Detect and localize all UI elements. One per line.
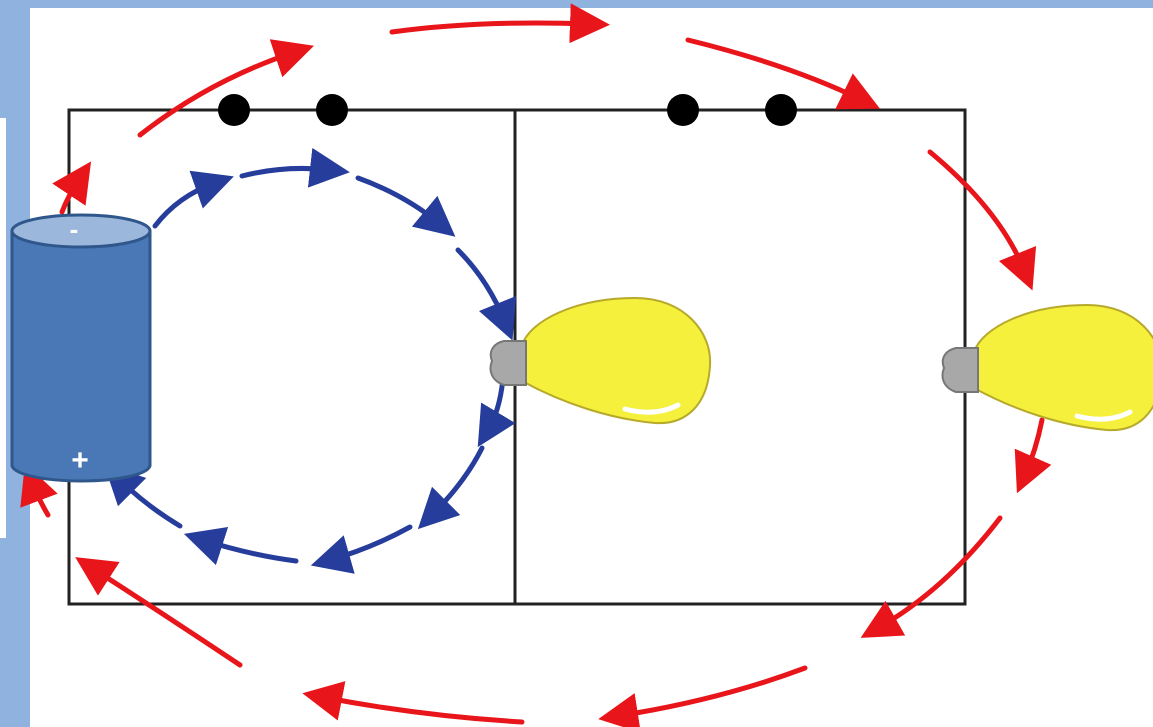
outer-arrow-3 <box>685 37 880 110</box>
outer-arrow-9 <box>75 557 243 668</box>
light-bulb-icon <box>489 296 712 425</box>
inner-arrow-3 <box>355 175 456 237</box>
inner-arrow-1 <box>152 170 234 229</box>
outer-arrow-5 <box>1014 417 1052 494</box>
outer-arrow-2 <box>389 3 610 44</box>
inner-arrow-9 <box>103 463 183 529</box>
battery-negative-label: - <box>70 214 79 244</box>
outer-arrow-10 <box>20 463 58 518</box>
bulb-base <box>941 347 979 393</box>
inner-arrow-2 <box>239 147 350 188</box>
outer-arrow-8 <box>302 681 525 725</box>
bulb-base <box>489 340 527 386</box>
outer-current-arrows <box>20 3 1052 727</box>
inner-arrow-7 <box>310 524 413 574</box>
inner-arrow-4 <box>455 247 517 341</box>
junction-dot <box>316 94 348 126</box>
bulb-glass <box>521 296 712 425</box>
battery-cell-icon: - + <box>10 213 152 483</box>
bulb-highlight <box>622 402 681 415</box>
light-bulb-icon <box>941 303 1153 432</box>
outer-arrow-7 <box>598 665 808 727</box>
battery-body-cover <box>13 231 149 465</box>
junction-dots <box>218 94 797 126</box>
outer-arrow-1 <box>137 39 314 138</box>
outer-arrow-6 <box>860 515 1003 638</box>
outer-arrow-4 <box>927 149 1037 291</box>
battery-positive-label: + <box>71 444 89 477</box>
left-frame-strip <box>0 118 6 538</box>
battery-top <box>10 213 152 249</box>
bulb-highlight <box>1074 409 1133 422</box>
bulb-glass <box>973 303 1153 432</box>
inner-current-arrows <box>103 147 517 574</box>
inner-arrow-8 <box>183 527 299 566</box>
inner-arrow-6 <box>417 445 485 530</box>
junction-dot <box>218 94 250 126</box>
junction-dot <box>765 94 797 126</box>
junction-dot <box>667 94 699 126</box>
outer-arrow-11 <box>52 161 92 215</box>
